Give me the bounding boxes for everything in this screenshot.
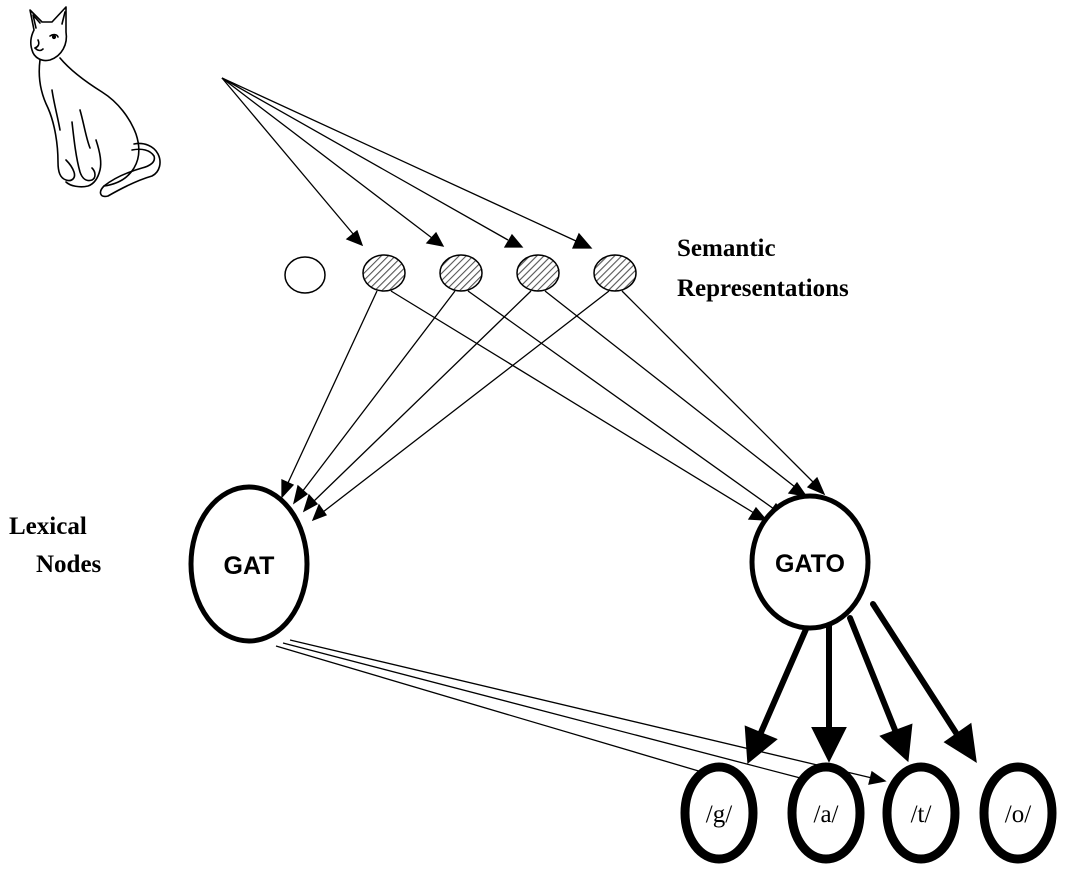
arrowhead bbox=[572, 232, 593, 249]
arrow-cat-feature-1 bbox=[221, 77, 355, 236]
semantic-feature-nodes bbox=[284, 254, 637, 294]
arrowhead bbox=[744, 725, 778, 764]
arrow-feature-4-gato bbox=[621, 290, 816, 485]
arrowhead bbox=[943, 722, 977, 763]
phoneme-a-label: /a/ bbox=[814, 801, 839, 828]
arrow-feature-3-gato bbox=[544, 290, 796, 488]
arrowhead bbox=[345, 229, 364, 247]
arrowhead bbox=[787, 481, 808, 497]
arrowhead bbox=[425, 231, 445, 247]
semantic-feature-active bbox=[593, 254, 637, 292]
phoneme-t-label: /t/ bbox=[911, 801, 932, 828]
arrowhead bbox=[292, 484, 309, 505]
arrowhead bbox=[806, 476, 826, 496]
arrowhead bbox=[302, 493, 319, 513]
arrow-gato-o bbox=[870, 601, 963, 742]
semantic-label-line1: Semantic bbox=[677, 235, 776, 262]
arrow-feature-2-gato bbox=[467, 290, 775, 510]
arrow-gato-g bbox=[756, 617, 813, 740]
arrow-cat-feature-3 bbox=[221, 77, 509, 241]
arrowhead bbox=[281, 478, 295, 499]
arrow-gato-t bbox=[847, 615, 900, 738]
semantic-to-lexical-arrows bbox=[281, 290, 826, 522]
gato-to-phonological-arrows bbox=[744, 601, 977, 764]
arrowhead bbox=[868, 770, 887, 785]
lexical-node-gato-label: GATO bbox=[775, 550, 845, 578]
arrow-cat-feature-4 bbox=[221, 77, 577, 242]
arrowhead bbox=[747, 506, 768, 521]
arrow-feature-4-gat bbox=[322, 290, 610, 513]
arrowhead bbox=[503, 233, 524, 248]
semantic-feature-active bbox=[516, 254, 560, 292]
cat-drawing-icon bbox=[29, 6, 161, 198]
arrow-feature-1-gato bbox=[390, 290, 755, 514]
arrow-feature-3-gat bbox=[312, 290, 532, 503]
arrow-gat-a bbox=[282, 642, 809, 781]
arrowhead bbox=[311, 503, 328, 522]
arrow-feature-1-gat bbox=[286, 290, 378, 486]
semantic-feature-inactive bbox=[284, 256, 326, 294]
semantic-label-line2: Representations bbox=[677, 275, 849, 302]
phoneme-g-label: /g/ bbox=[706, 801, 732, 828]
phoneme-node-a: /a/ bbox=[787, 762, 865, 864]
arrowhead bbox=[879, 723, 913, 763]
arrowhead bbox=[811, 727, 847, 763]
semantic-feature-active bbox=[439, 254, 483, 292]
semantic-feature-active bbox=[362, 254, 406, 292]
picture-to-semantic-arrows bbox=[221, 77, 593, 249]
phoneme-node-g: /g/ bbox=[680, 762, 758, 864]
arrow-cat-feature-2 bbox=[221, 77, 433, 239]
lexical-node-gat-label: GAT bbox=[224, 552, 275, 580]
phoneme-node-o: /o/ bbox=[979, 762, 1057, 864]
arrow-feature-2-gat bbox=[301, 290, 456, 493]
lexical-node-gato: GATO bbox=[749, 493, 871, 631]
lexical-label-line1: Lexical bbox=[9, 513, 87, 540]
arrow-gat-g bbox=[275, 645, 730, 781]
arrow-gat-t bbox=[289, 639, 873, 779]
phoneme-node-t: /t/ bbox=[882, 762, 960, 864]
phoneme-o-label: /o/ bbox=[1005, 801, 1031, 828]
lexical-label-line2: Nodes bbox=[36, 551, 102, 578]
lexical-node-gat: GAT bbox=[188, 484, 310, 644]
